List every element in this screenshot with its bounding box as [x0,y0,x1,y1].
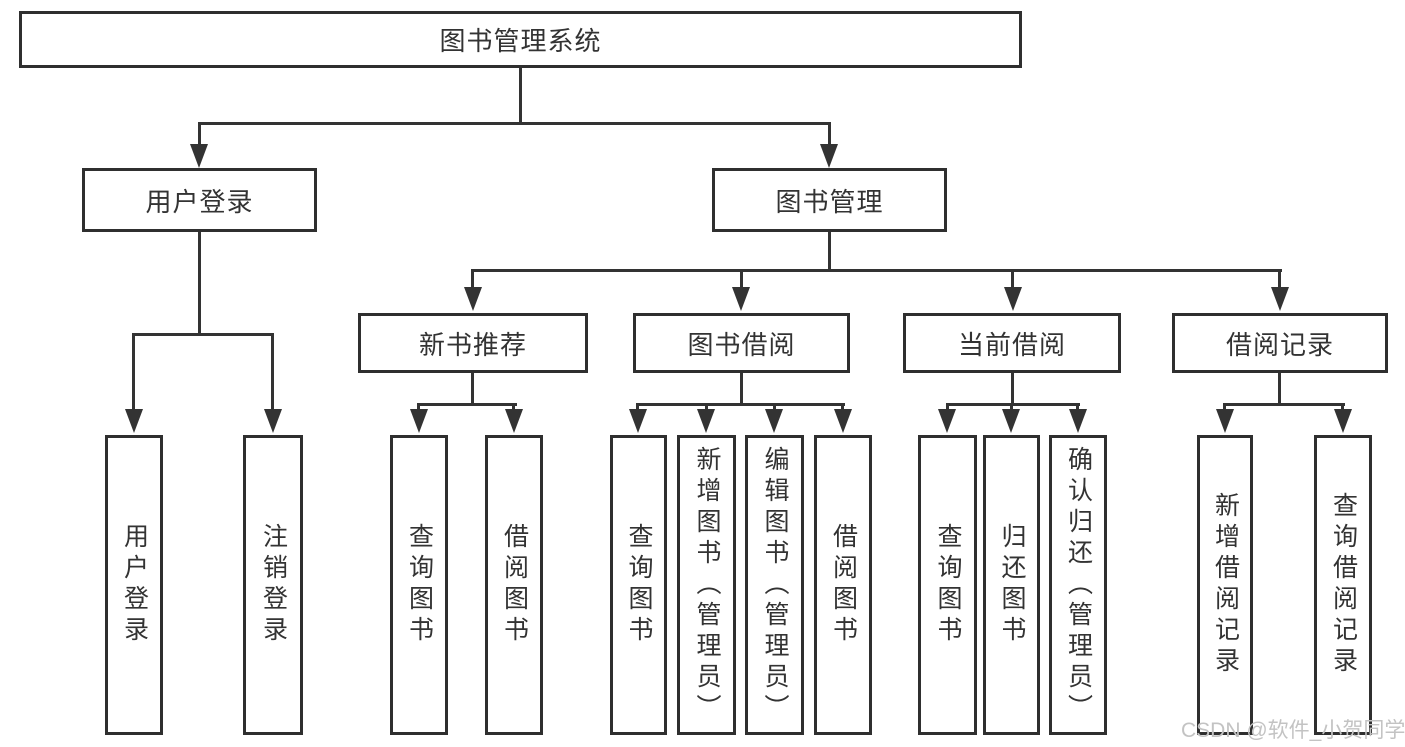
connector-line [1011,373,1014,406]
connector-line [636,403,639,413]
connector-line [1224,403,1345,406]
leaf-br-add-record: 新增借阅记录 [1197,435,1253,735]
arrowhead [834,409,852,433]
leaf-user-login: 用户登录 [105,435,163,735]
leaf-cb-confirm-return: 确认归还（管理员） [1049,435,1107,735]
csdn-watermark: CSDN @软件_小贺同学 [1181,719,1405,742]
connector-line [828,232,831,272]
arrowhead [1004,287,1022,311]
node-borrow-records: 借阅记录 [1172,313,1388,373]
leaf-bb-edit-books: 编辑图书（管理员） [745,435,804,735]
leaf-bb-query-books: 查询图书 [610,435,667,735]
arrowhead [820,144,838,168]
connector-line [471,269,474,293]
connector-line [512,403,515,413]
connector-line [271,333,274,413]
connector-line [1341,403,1344,413]
leaf-br-query-record: 查询借阅记录 [1314,435,1372,735]
arrowhead [464,287,482,311]
node-root: 图书管理系统 [19,11,1022,68]
connector-line [417,403,420,413]
connector-line [198,122,201,148]
node-new-book-recommend: 新书推荐 [358,313,588,373]
connector-line [740,373,743,406]
arrowhead [629,409,647,433]
connector-line [1278,373,1281,406]
arrowhead [938,409,956,433]
arrowhead [1002,409,1020,433]
connector-line [471,269,1282,272]
connector-line [519,68,522,125]
arrowhead [125,409,143,433]
connector-line [946,403,949,413]
leaf-cb-query-books: 查询图书 [918,435,977,735]
connector-line [946,403,1080,406]
connector-line [132,333,274,336]
node-current-borrow: 当前借阅 [903,313,1121,373]
leaf-bb-add-books: 新增图书（管理员） [677,435,736,735]
arrowhead [190,144,208,168]
connector-line [637,403,845,406]
arrowhead [1216,409,1234,433]
connector-line [773,403,776,413]
connector-line [841,403,844,413]
arrowhead [1271,287,1289,311]
arrowhead [505,409,523,433]
connector-line [828,122,831,148]
connector-line [1010,403,1013,413]
arrowhead [410,409,428,433]
arrowhead [765,409,783,433]
connector-line [1278,269,1281,293]
connector-line [740,269,743,293]
arrowhead [1334,409,1352,433]
connector-line [705,403,708,413]
arrowhead [1069,409,1087,433]
connector-line [132,333,135,413]
connector-line [471,373,474,406]
leaf-logout: 注销登录 [243,435,303,735]
arrowhead [732,287,750,311]
leaf-rec-query-books: 查询图书 [390,435,448,735]
connector-line [198,122,831,125]
arrowhead [264,409,282,433]
node-book-borrow: 图书借阅 [633,313,850,373]
node-book-management: 图书管理 [712,168,947,232]
connector-line [1011,269,1014,293]
leaf-rec-borrow-books: 借阅图书 [485,435,543,735]
leaf-bb-borrow-books: 借阅图书 [814,435,872,735]
arrowhead [697,409,715,433]
node-user-login: 用户登录 [82,168,317,232]
leaf-cb-return-books: 归还图书 [983,435,1040,735]
connector-line [1076,403,1079,413]
connector-line [1223,403,1226,413]
connector-line [198,232,201,336]
connector-line [417,403,517,406]
